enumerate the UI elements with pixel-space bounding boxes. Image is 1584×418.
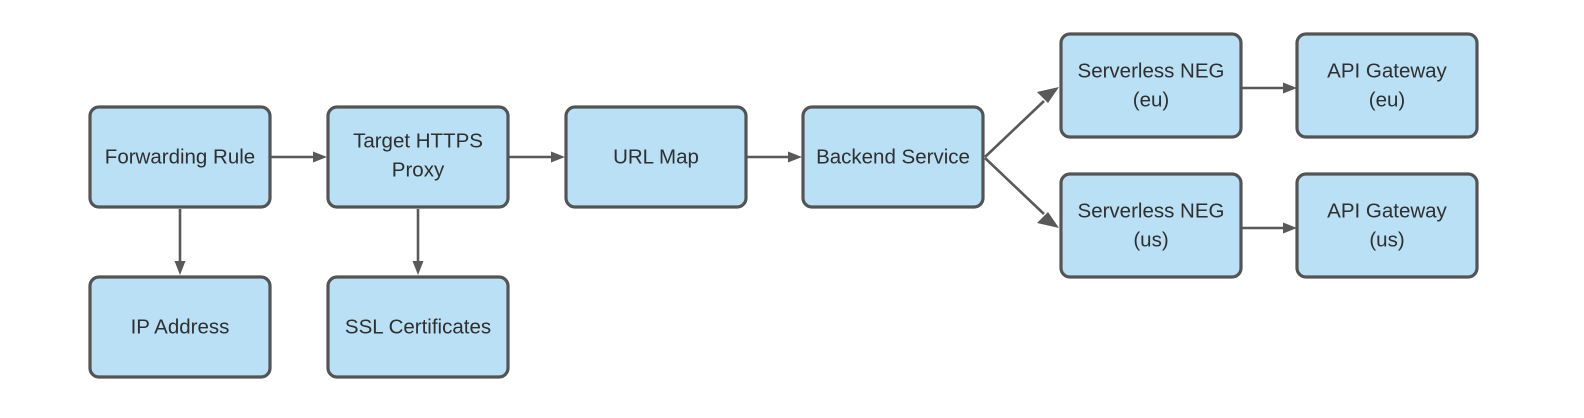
node-box[interactable] xyxy=(88,275,272,379)
arrowhead-icon xyxy=(1037,87,1059,103)
node-box[interactable] xyxy=(326,275,510,379)
arrowhead-icon xyxy=(1037,212,1059,228)
edge-backend-service-to-serverless-neg-eu xyxy=(984,87,1059,158)
node-target-https-proxy[interactable]: Target HTTPS Proxy xyxy=(326,105,510,209)
node-box[interactable] xyxy=(1295,172,1479,279)
edge-forwarding-rule-to-target-https-proxy xyxy=(271,151,327,163)
node-box[interactable] xyxy=(801,105,985,209)
edge-target-https-proxy-to-url-map xyxy=(509,151,565,163)
edge-serverless-neg-eu-to-api-gateway-eu xyxy=(1242,82,1297,94)
node-serverless-neg-us[interactable]: Serverless NEG (us) xyxy=(1059,172,1243,279)
node-serverless-neg-eu[interactable]: Serverless NEG (eu) xyxy=(1059,32,1243,139)
node-api-gateway-us[interactable]: API Gateway (us) xyxy=(1295,172,1479,279)
edge-serverless-neg-us-to-api-gateway-us xyxy=(1242,222,1297,234)
node-box[interactable] xyxy=(1059,32,1243,139)
arrowhead-icon xyxy=(174,261,186,275)
node-box[interactable] xyxy=(1295,32,1479,139)
edge-backend-service-to-serverless-neg-us xyxy=(984,157,1059,228)
arrowhead-icon xyxy=(551,151,565,163)
edge-line xyxy=(984,100,1045,158)
node-backend-service[interactable]: Backend Service xyxy=(801,105,985,209)
node-api-gateway-eu[interactable]: API Gateway (eu) xyxy=(1295,32,1479,139)
edge-target-https-proxy-to-ssl-certificates xyxy=(412,209,424,275)
node-box[interactable] xyxy=(326,105,510,209)
node-box[interactable] xyxy=(564,105,748,209)
arrowhead-icon xyxy=(788,151,802,163)
edge-forwarding-rule-to-ip-address xyxy=(174,209,186,275)
arrowhead-icon xyxy=(1283,222,1297,234)
node-ip-address[interactable]: IP Address xyxy=(88,275,272,379)
node-box[interactable] xyxy=(88,105,272,209)
node-box[interactable] xyxy=(1059,172,1243,279)
arrowhead-icon xyxy=(412,261,424,275)
edge-url-map-to-backend-service xyxy=(747,151,802,163)
node-layer: Forwarding Rule Target HTTPS Proxy URL M… xyxy=(88,32,1479,379)
node-ssl-certificates[interactable]: SSL Certificates xyxy=(326,275,510,379)
arrowhead-icon xyxy=(1283,82,1297,94)
node-url-map[interactable]: URL Map xyxy=(564,105,748,209)
edge-layer xyxy=(174,82,1297,275)
arrowhead-icon xyxy=(313,151,327,163)
edge-line xyxy=(984,157,1045,215)
node-forwarding-rule[interactable]: Forwarding Rule xyxy=(88,105,272,209)
